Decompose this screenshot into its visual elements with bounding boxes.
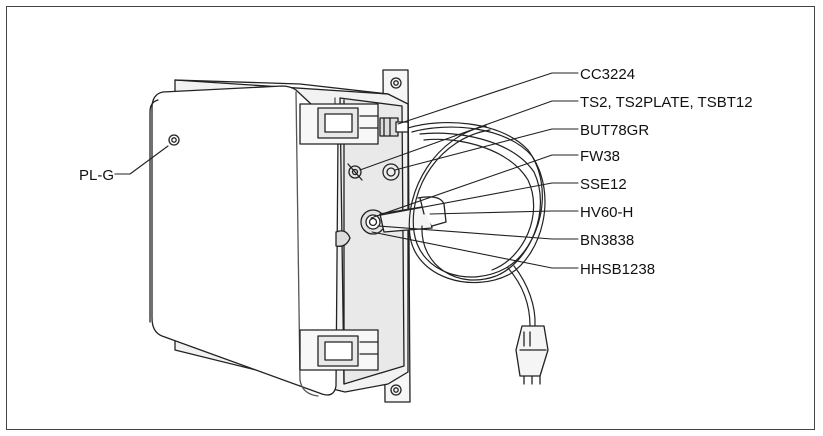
front-cover [149, 85, 339, 397]
label-pl-g: PL-G [79, 167, 114, 184]
leader-lines [114, 72, 579, 269]
label-fw38: FW38 [580, 148, 620, 165]
figure-border [6, 6, 815, 430]
label-ts2: TS2, TS2PLATE, TSBT12 [580, 94, 753, 111]
label-sse12: SSE12 [580, 176, 627, 193]
label-cc3224: CC3224 [580, 66, 635, 83]
label-hv60h: HV60-H [580, 204, 633, 221]
thermostat-switch [347, 163, 363, 181]
label-hhsb1238: HHSB1238 [580, 261, 655, 278]
latch-top [299, 103, 379, 145]
side-hinge [335, 230, 351, 247]
breather-plug [382, 163, 400, 181]
cable-fitting [379, 117, 409, 137]
power-plug [515, 325, 549, 385]
latch-bottom [299, 329, 379, 371]
power-cord [407, 121, 546, 327]
cover-screw [168, 134, 180, 146]
label-bn3838: BN3838 [580, 232, 634, 249]
label-but78gr: BUT78GR [580, 122, 649, 139]
